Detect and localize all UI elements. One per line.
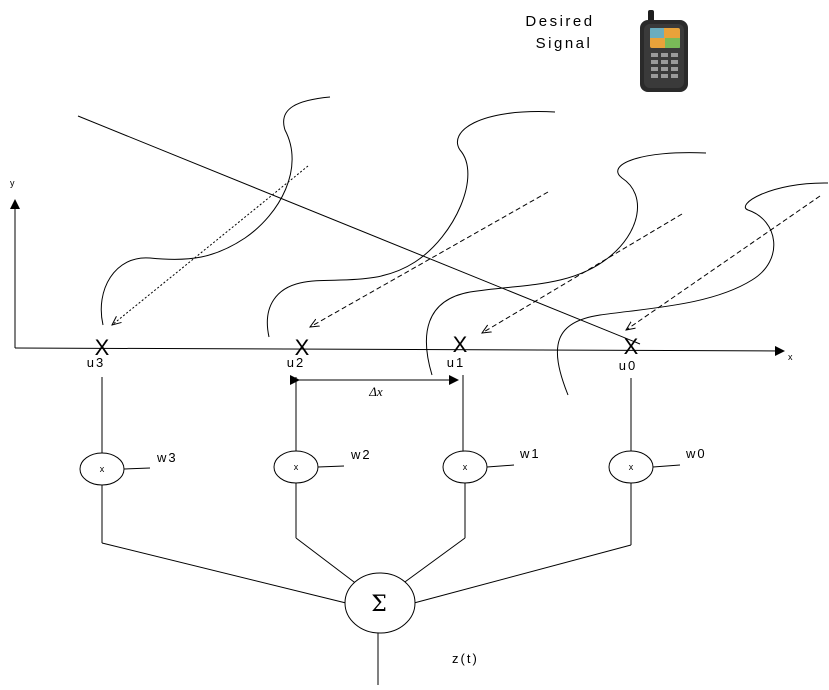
multiplier-symbol-u1: x — [463, 462, 468, 472]
wavefront-line — [77, 115, 641, 345]
weight-label-w2: w2 — [350, 447, 372, 462]
incident-wave-2 — [266, 111, 556, 338]
array-element-u1: X u1 x w1 — [397, 332, 541, 588]
incident-wave-4 — [556, 182, 829, 396]
element-marker-u1: X — [453, 332, 468, 357]
weight-label-w0: w0 — [685, 446, 707, 461]
desired-signal-label-line1: Desired — [525, 13, 594, 30]
x-axis — [14, 345, 785, 356]
weight-label-w3: w3 — [156, 450, 178, 465]
desired-signal-label-line2: Signal — [536, 35, 593, 52]
spacing-label: Δx — [368, 384, 383, 399]
element-label-u2: u2 — [287, 355, 305, 370]
multiplier-symbol-u2: x — [294, 462, 299, 472]
output-label: z(t) — [452, 651, 479, 666]
incident-wave-1 — [100, 96, 331, 326]
y-axis-label: y — [10, 178, 15, 188]
array-element-u3: X u3 x w3 — [79, 335, 347, 604]
element-label-u0: u0 — [619, 358, 637, 373]
incident-ray-1 — [112, 165, 309, 325]
element-marker-u3: X — [95, 335, 110, 360]
element-marker-u2: X — [295, 335, 310, 360]
multiplier-symbol-u0: x — [629, 462, 634, 472]
incident-ray-4 — [626, 195, 821, 330]
incident-wave-3 — [426, 152, 707, 376]
summation-symbol: Σ — [371, 592, 387, 617]
array-element-u0: X u0 x w0 — [413, 334, 707, 604]
incident-ray-2 — [310, 191, 549, 327]
element-marker-u0: X — [624, 334, 639, 359]
x-axis-label: x — [788, 352, 793, 362]
incident-ray-3 — [482, 213, 683, 333]
weight-label-w1: w1 — [519, 446, 541, 461]
summation-node — [344, 572, 416, 634]
array-element-u2: X u2 x w2 — [273, 335, 372, 586]
element-label-u1: u1 — [447, 355, 465, 370]
mobile-phone-icon — [640, 10, 688, 92]
element-label-u3: u3 — [87, 355, 105, 370]
multiplier-symbol-u3: x — [100, 464, 105, 474]
